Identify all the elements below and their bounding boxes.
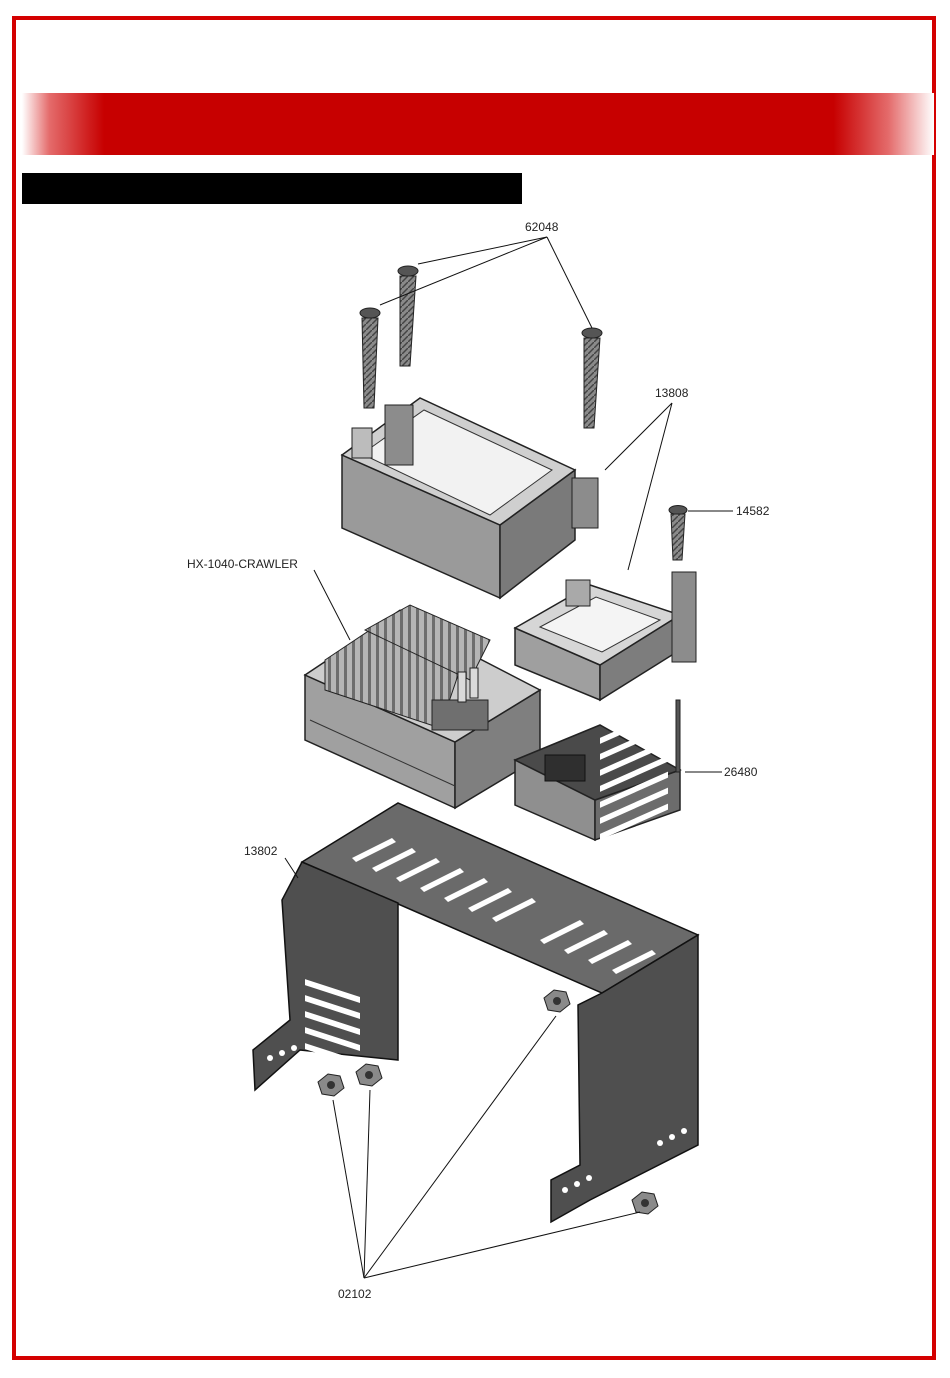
servo-mount-lower — [515, 572, 696, 700]
callout-13808: 13808 — [655, 386, 689, 400]
nut — [544, 990, 570, 1012]
nut — [632, 1192, 658, 1214]
callout-13802: 13802 — [244, 844, 278, 858]
callout-esc: HX-1040-CRAWLER — [187, 557, 298, 571]
callout-02102: 02102 — [338, 1287, 372, 1301]
nut — [318, 1074, 344, 1096]
leader-13808-a — [605, 403, 672, 470]
short-screw — [669, 506, 687, 561]
leader-13808-b — [628, 403, 672, 570]
nut — [356, 1064, 382, 1086]
long-screw — [360, 308, 380, 408]
servo-mount-upper — [342, 398, 598, 598]
callout-62048: 62048 — [525, 220, 559, 234]
esc-unit — [305, 605, 540, 808]
callout-26480: 26480 — [724, 765, 758, 779]
long-screw — [398, 266, 418, 366]
leader-esc — [314, 570, 350, 640]
long-screw — [582, 328, 602, 428]
leader-13802 — [285, 858, 298, 878]
callout-14582: 14582 — [736, 504, 770, 518]
